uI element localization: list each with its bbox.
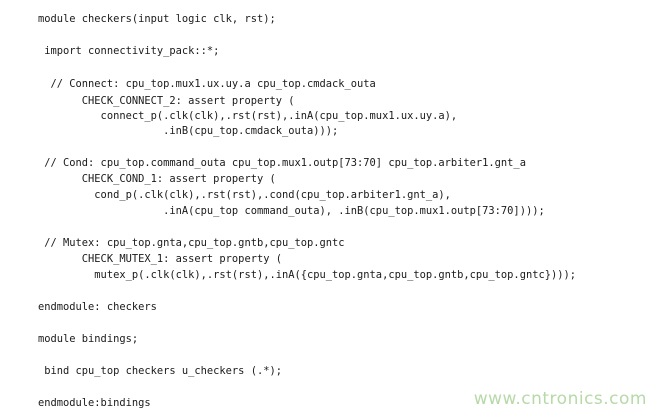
code-line-mutex-p: mutex_p(.clk(clk),.rst(rst),.inA({cpu_to… xyxy=(38,269,576,281)
code-line-endmodule-checkers: endmodule: checkers xyxy=(38,301,157,313)
code-line-connect-inb: .inB(cpu_top.cmdack_outa))); xyxy=(38,125,339,137)
code-line-comment-mutex: // Mutex: cpu_top.gnta,cpu_top.gntb,cpu_… xyxy=(38,237,345,249)
code-line-module-bindings: module bindings; xyxy=(38,333,139,345)
code-line-comment-connect: // Connect: cpu_top.mux1.ux.uy.a cpu_top… xyxy=(38,78,376,90)
code-line-cond-ina: .inA(cpu_top command_outa), .inB(cpu_top… xyxy=(38,205,545,217)
code-line-bind: bind cpu_top checkers u_checkers (.*); xyxy=(38,365,282,377)
code-line-cond-p: cond_p(.clk(clk),.rst(rst),.cond(cpu_top… xyxy=(38,189,451,201)
code-line-check-mutex: CHECK_MUTEX_1: assert property ( xyxy=(38,253,282,265)
code-line-connect-p: connect_p(.clk(clk),.rst(rst),.inA(cpu_t… xyxy=(38,110,458,122)
code-line-check-cond: CHECK_COND_1: assert property ( xyxy=(38,173,276,185)
code-line-check-connect: CHECK_CONNECT_2: assert property ( xyxy=(38,95,295,107)
code-line-module-checkers: module checkers(input logic clk, rst); xyxy=(38,13,276,25)
code-line-import: import connectivity_pack::*; xyxy=(38,45,220,57)
watermark: www.cntronics.com xyxy=(473,389,647,409)
code-line-comment-cond: // Cond: cpu_top.command_outa cpu_top.mu… xyxy=(38,157,526,169)
code-line-endmodule-bindings: endmodule:bindings xyxy=(38,397,151,409)
